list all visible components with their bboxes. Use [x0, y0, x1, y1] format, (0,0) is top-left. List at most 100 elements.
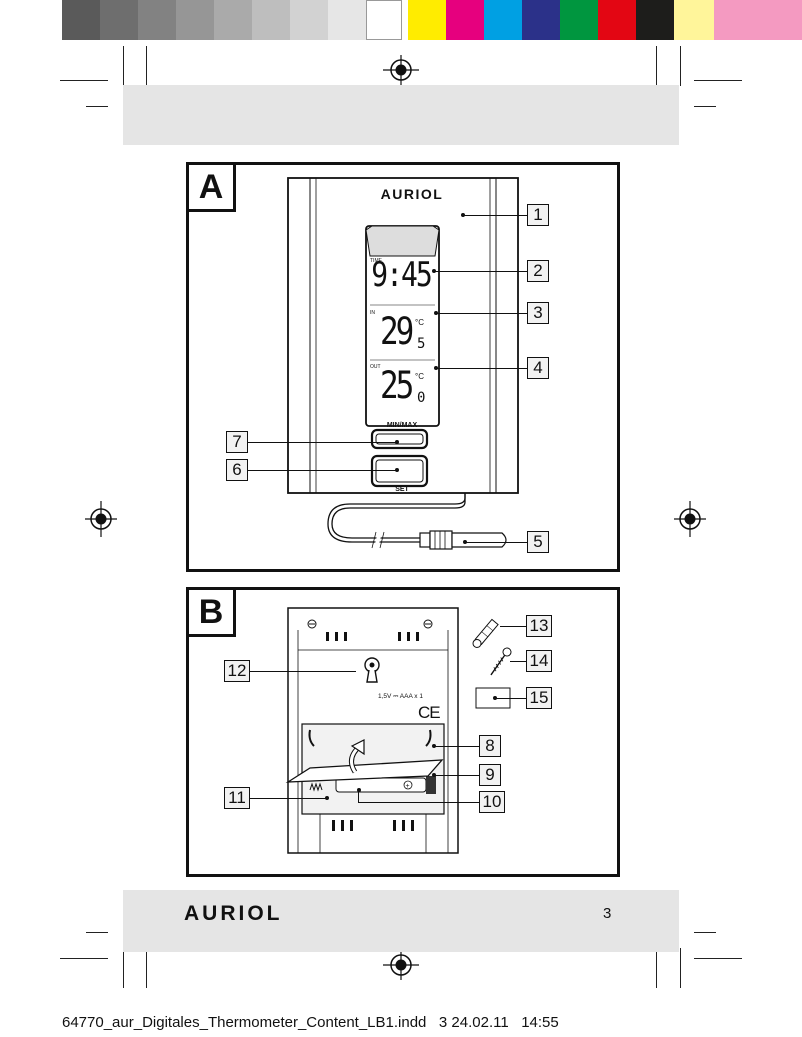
callout-2-leader: [434, 271, 527, 273]
ce-mark: CE: [418, 703, 441, 722]
figure-b-label: B: [198, 592, 224, 631]
figure-a-label: A: [198, 167, 224, 206]
callout-2: 2: [527, 260, 549, 282]
callout-12-leader: [250, 671, 356, 673]
crop-mark: [694, 932, 716, 933]
callout-12: 12: [224, 660, 250, 682]
footer-band: [123, 890, 679, 952]
callout-6-leader: [248, 470, 396, 472]
crop-mark: [146, 948, 147, 988]
process-swatch: [522, 0, 560, 40]
crop-mark: [86, 932, 108, 933]
footer-brand-logo: AURIOL: [184, 902, 283, 925]
callout-11: 11: [224, 787, 250, 809]
process-swatch: [560, 0, 598, 40]
minmax-button[interactable]: [372, 430, 427, 448]
callout-15-leader: [495, 698, 526, 700]
grey-swatch: [252, 0, 290, 40]
crop-mark: [123, 46, 124, 86]
callout-1: 1: [527, 204, 549, 226]
page-number: 3: [603, 905, 612, 922]
callout-6-dot: [395, 468, 399, 472]
callout-14: 14: [526, 650, 552, 672]
callout-7-leader: [248, 442, 396, 444]
svg-text:+: +: [406, 783, 410, 790]
callout-14-leader: [510, 661, 526, 663]
device-brand-logo: AURIOL: [380, 186, 444, 202]
grey-swatch: [366, 0, 402, 40]
callout-10-leader: [358, 802, 479, 804]
file-slug: 64770_aur_Digitales_Thermometer_Content_…: [62, 1014, 559, 1031]
indoor-decimal: 5: [417, 336, 426, 352]
callout-10: 10: [479, 791, 505, 813]
time-value: 9:45: [371, 254, 432, 295]
callout-9-leader: [434, 775, 479, 777]
crop-mark: [694, 958, 742, 959]
grey-swatch: [328, 0, 366, 40]
callout-13: 13: [526, 615, 552, 637]
callout-4: 4: [527, 357, 549, 379]
indoor-temperature: 29: [380, 310, 414, 354]
crop-mark: [694, 106, 716, 107]
grey-swatch: [176, 0, 214, 40]
callout-10-leader-vertical: [358, 790, 360, 802]
registration-mark-icon: [383, 55, 419, 85]
process-swatch: [636, 0, 674, 40]
process-swatch: [714, 0, 802, 40]
grey-swatch: [290, 0, 328, 40]
callout-7-dot: [395, 440, 399, 444]
minmax-button-label: MIN/MAX: [386, 422, 418, 429]
callout-1-leader: [463, 215, 527, 217]
crop-mark: [123, 948, 124, 988]
callout-15: 15: [526, 687, 552, 709]
callout-3-leader: [436, 313, 527, 315]
time-label: TIME: [370, 258, 382, 264]
crop-mark: [680, 948, 681, 988]
process-swatch: [674, 0, 714, 40]
grey-swatch: [62, 0, 100, 40]
crop-mark: [86, 106, 108, 107]
callout-13-leader: [500, 626, 526, 628]
indoor-unit: °C: [415, 318, 424, 327]
outdoor-label: OUT: [370, 364, 381, 370]
callout-7: 7: [226, 431, 248, 453]
outdoor-decimal: 0: [417, 390, 426, 406]
callout-11-leader: [250, 798, 326, 800]
header-band: [123, 85, 679, 145]
thermometer-front-illustration: [287, 177, 519, 550]
crop-mark: [60, 80, 108, 81]
indoor-label: IN: [370, 310, 375, 316]
set-button-label: SET: [395, 486, 409, 493]
callout-6: 6: [226, 459, 248, 481]
grey-swatch: [138, 0, 176, 40]
registration-mark-icon: [85, 501, 117, 537]
callout-5-leader: [465, 542, 527, 544]
crop-mark: [60, 958, 108, 959]
callout-8: 8: [479, 735, 501, 757]
callout-11-dot: [325, 796, 329, 800]
outdoor-temperature: 25: [380, 364, 414, 408]
crop-mark: [146, 46, 147, 86]
process-swatch: [598, 0, 636, 40]
crop-mark: [656, 46, 657, 86]
registration-mark-icon: [383, 950, 419, 980]
outdoor-unit: °C: [415, 372, 424, 381]
crop-mark: [680, 46, 681, 86]
process-swatch: [484, 0, 522, 40]
callout-3: 3: [527, 302, 549, 324]
process-swatch: [408, 0, 446, 40]
callout-4-leader: [436, 368, 527, 370]
callout-8-leader: [434, 746, 479, 748]
registration-mark-icon: [674, 501, 706, 537]
figure-b-tab: B: [186, 587, 236, 637]
crop-mark: [694, 80, 742, 81]
battery-spec-text: 1,5V ⎓ AAA x 1: [378, 693, 423, 700]
figure-a-tab: A: [186, 162, 236, 212]
callout-9: 9: [479, 764, 501, 786]
process-swatch: [446, 0, 484, 40]
callout-5: 5: [527, 531, 549, 553]
crop-mark: [656, 948, 657, 988]
thermometer-back-illustration: +: [285, 607, 512, 854]
grey-swatch: [100, 0, 138, 40]
grey-swatch: [214, 0, 252, 40]
